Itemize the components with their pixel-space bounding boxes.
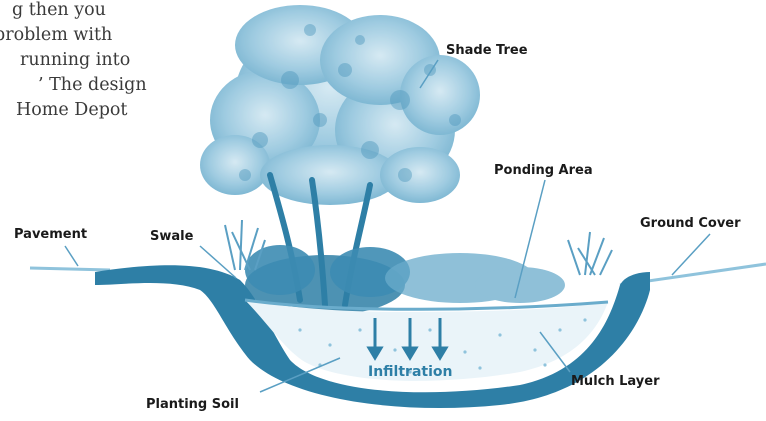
text-fragment-line-4: ’ The design <box>0 73 164 98</box>
text-fragment-line-5: Home Depot <box>0 98 164 123</box>
text-fragment-line-2: problem with <box>0 23 164 48</box>
infiltration-label: Infiltration <box>368 364 452 380</box>
text-fragment: g then you problem with running into ’ T… <box>0 0 164 123</box>
label-pavement: Pavement <box>14 227 87 242</box>
text-fragment-line-1: g then you <box>0 0 164 23</box>
label-ground-cover: Ground Cover <box>640 216 741 231</box>
label-ponding-area: Ponding Area <box>494 163 593 178</box>
grass-right <box>568 232 612 275</box>
label-planting-soil: Planting Soil <box>146 397 239 412</box>
label-mulch-layer: Mulch Layer <box>571 374 660 389</box>
label-swale: Swale <box>150 229 193 244</box>
text-fragment-line-3: running into <box>0 48 164 73</box>
ponding-vegetation <box>385 253 565 303</box>
label-shade-tree: Shade Tree <box>446 43 528 58</box>
